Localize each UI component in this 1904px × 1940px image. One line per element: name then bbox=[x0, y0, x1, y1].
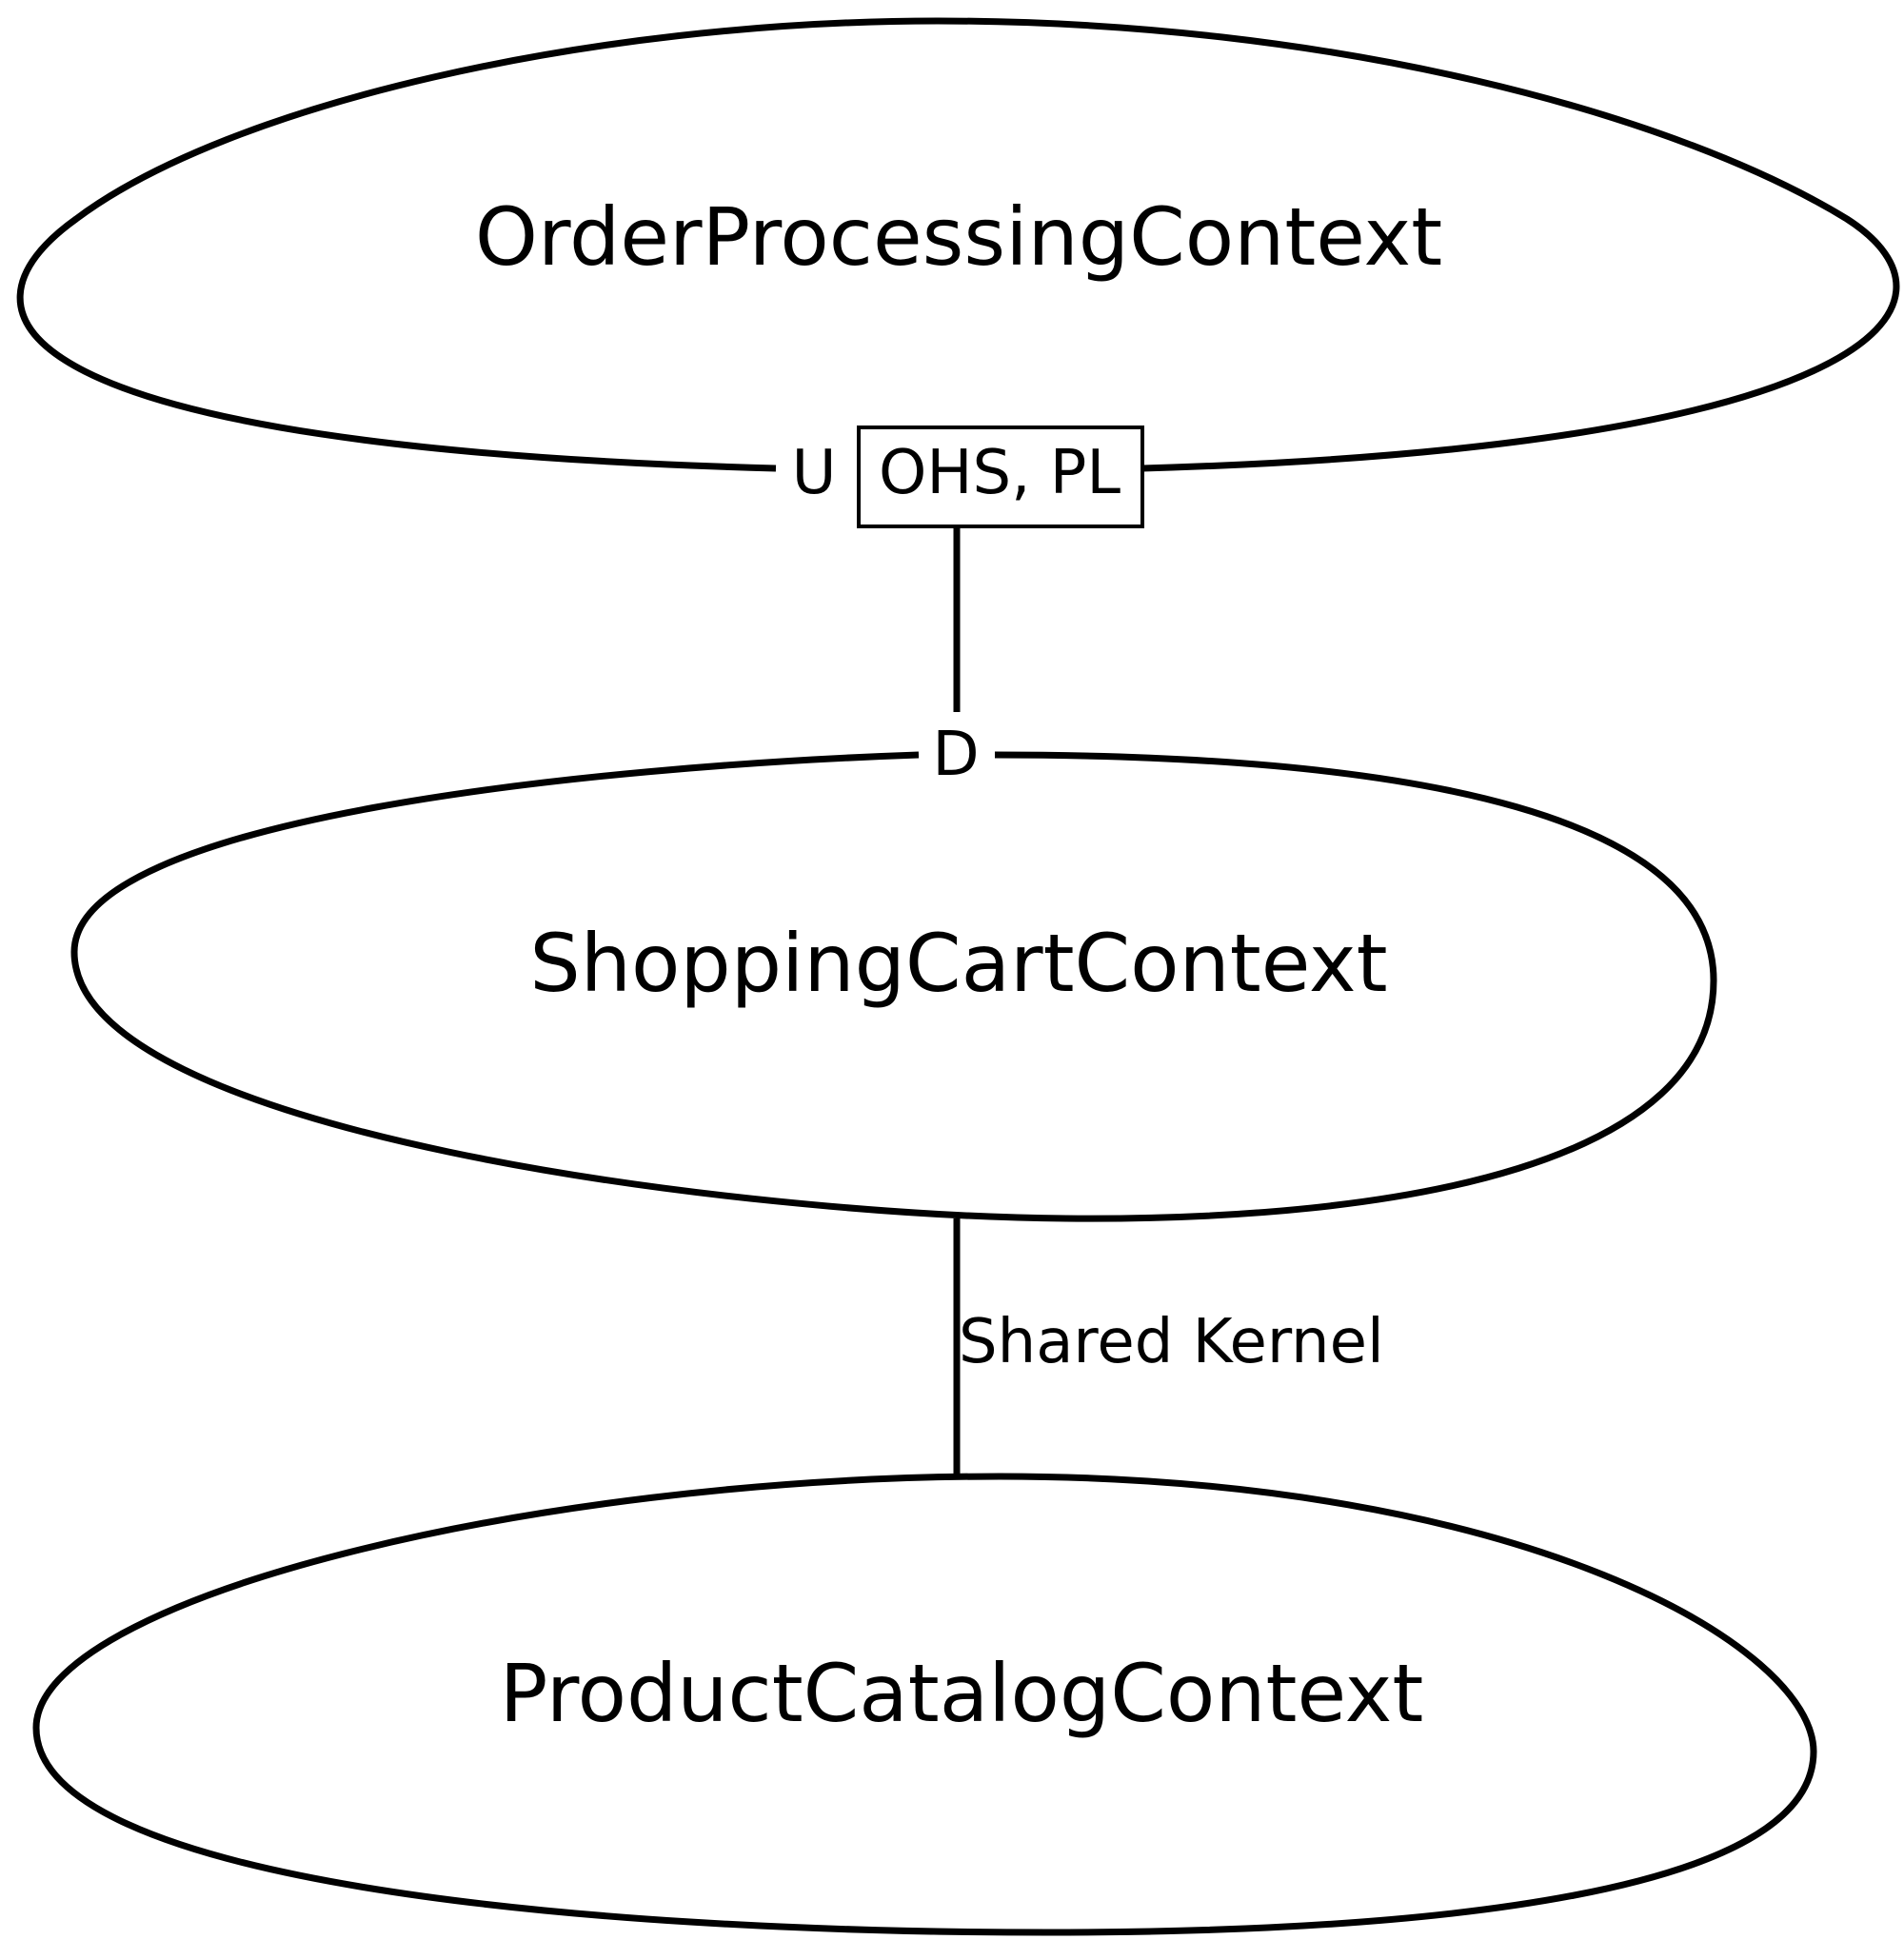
node-product-catalog-shape bbox=[32, 1473, 1817, 1936]
edge-shared-kernel[interactable]: Shared Kernel bbox=[953, 1218, 1384, 1476]
edge-upstream-downstream[interactable]: U OHS, PL D bbox=[792, 426, 1144, 790]
node-order-processing[interactable]: OrderProcessingContext bbox=[16, 17, 1900, 472]
downstream-marker: D bbox=[932, 720, 979, 790]
upstream-marker: U bbox=[792, 438, 837, 508]
node-shopping-cart[interactable]: ShoppingCartContext bbox=[70, 751, 1717, 1222]
node-product-catalog[interactable]: ProductCatalogContext bbox=[32, 1473, 1817, 1936]
node-order-processing-label: OrderProcessingContext bbox=[475, 190, 1442, 284]
edge-shared-kernel-label: Shared Kernel bbox=[959, 1307, 1384, 1377]
node-shopping-cart-label: ShoppingCartContext bbox=[529, 917, 1387, 1010]
upstream-patterns-label: OHS, PL bbox=[879, 438, 1121, 508]
node-product-catalog-label: ProductCatalogContext bbox=[500, 1647, 1424, 1740]
upstream-patterns-box bbox=[857, 426, 1144, 528]
node-shopping-cart-shape bbox=[70, 751, 1717, 1222]
node-order-processing-shape bbox=[16, 17, 1900, 472]
